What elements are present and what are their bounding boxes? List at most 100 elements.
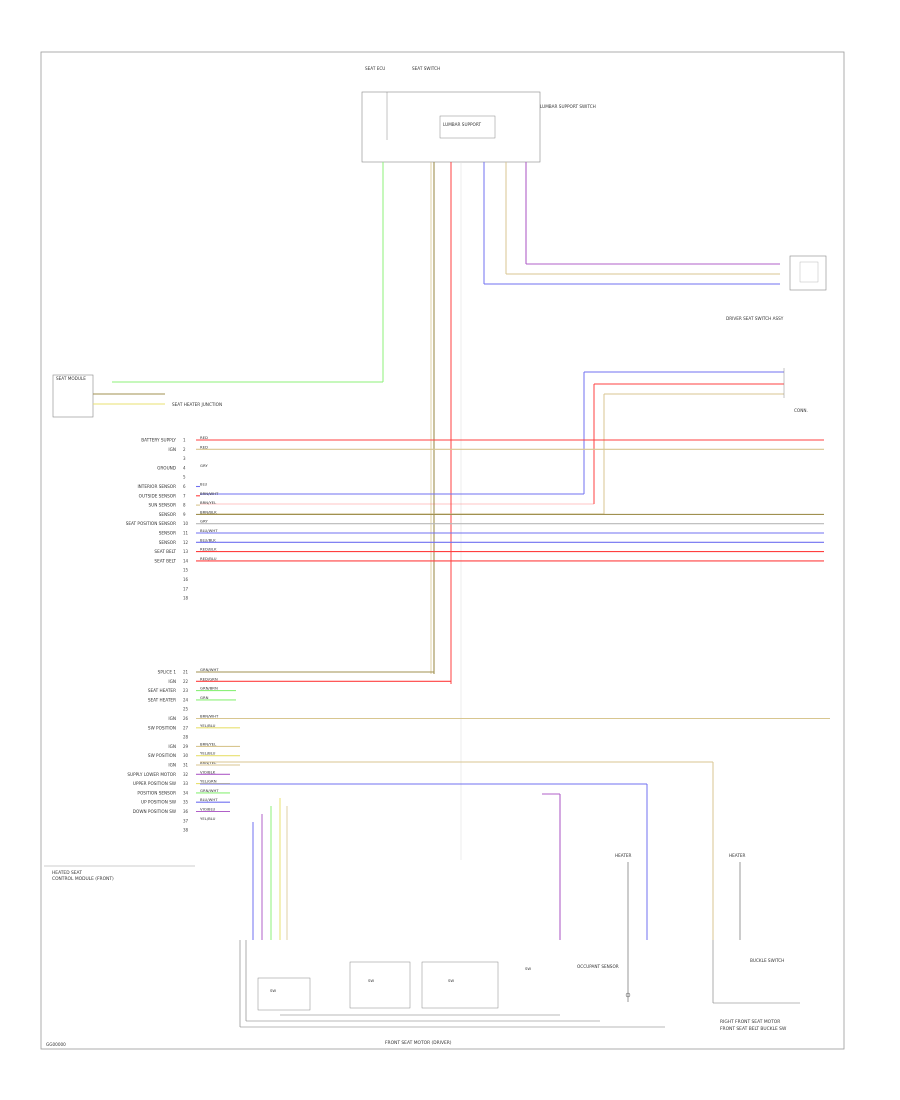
- wire-label-31: IGN: [168, 763, 176, 768]
- right-bottom-motor: BUCKLE SWITCH RIGHT FRONT SEAT MOTOR FRO…: [712, 940, 800, 1032]
- wire-label-22: IGN: [168, 679, 176, 684]
- left-block-box: [52, 374, 94, 418]
- wire-code-4: GRY: [200, 463, 208, 468]
- wire-pin-5: 5: [183, 475, 186, 480]
- wire-label-36: DOWN POSITION SW: [133, 809, 176, 814]
- wire-label-32: SUPPLY LOWER MOTOR: [127, 772, 176, 777]
- module-name-line1: HEATED SEAT: [52, 870, 82, 876]
- wire-row-28: 28: [183, 735, 189, 740]
- wire-pin-7: 7: [183, 493, 186, 498]
- wire-code-29: BRN/YEL: [200, 741, 217, 746]
- wire-label-2: IGN: [168, 447, 176, 452]
- driver-switch-box: [789, 255, 827, 291]
- wire-pin-14: 14: [183, 558, 189, 563]
- wire-pin-32: 32: [183, 772, 189, 777]
- wire-code-7: BRN/WHT: [200, 491, 219, 496]
- motor-label-3: SW: [448, 978, 454, 983]
- wire-label-35: UP POSITION SW: [141, 800, 176, 805]
- wire-code-32: VIO/BLK: [200, 769, 216, 774]
- wire-pin-22: 22: [183, 679, 189, 684]
- wire-label-26: IGN: [168, 716, 176, 721]
- wire-code-12: BLU/BLK: [200, 537, 216, 542]
- wire-code-26: BRN/WHT: [200, 714, 219, 719]
- driver-switch-label: DRIVER SEAT SWITCH ASSY: [726, 316, 784, 321]
- wire-pin-9: 9: [183, 512, 186, 517]
- top-vertical-wires: [112, 162, 780, 860]
- wire-pin-10: 10: [183, 521, 189, 526]
- wire-label-27: SW POSITION: [148, 725, 176, 730]
- front-seat-label: FRONT SEAT MOTOR (DRIVER): [385, 1040, 452, 1046]
- top-label-b: SEAT SWITCH: [412, 66, 440, 71]
- buckle-label: BUCKLE SWITCH: [750, 958, 784, 963]
- motor-box-3: [421, 961, 499, 1009]
- wire-pin-11: 11: [183, 531, 189, 536]
- right-bottom-label: RIGHT FRONT SEAT MOTOR: [720, 1019, 780, 1025]
- page-label: GG00000: [46, 1042, 66, 1047]
- wire-pin-26: 26: [183, 716, 189, 721]
- left-block-note: SEAT HEATER JUNCTION: [172, 402, 222, 407]
- wire-code-10: GRY: [200, 519, 208, 524]
- bottom-label: FRONT SEAT BELT BUCKLE SW: [720, 1026, 787, 1032]
- wire-pin-27: 27: [183, 725, 189, 730]
- wire-pin-34: 34: [183, 790, 189, 795]
- wire-pin-21: 21: [183, 670, 189, 675]
- wire-pin-30: 30: [183, 753, 189, 758]
- wire-label-24: SEAT HEATER: [148, 697, 176, 702]
- wire-pin-25: 25: [183, 707, 189, 712]
- wire-pin-36: 36: [183, 809, 189, 814]
- wire-code-23: GRN/BRN: [200, 686, 218, 691]
- wire-pin-28: 28: [183, 735, 189, 740]
- wire-pin-6: 6: [183, 484, 186, 489]
- wire-row-17: 17: [183, 586, 189, 591]
- wire-code-30: YEL/BLU: [200, 751, 216, 756]
- wire-label-23: SEAT HEATER: [148, 688, 176, 693]
- wire-label-1: BATTERY SUPPLY: [141, 438, 176, 443]
- wire-label-9: SENSOR: [159, 512, 176, 517]
- wire-pin-12: 12: [183, 540, 189, 545]
- wire-pin-13: 13: [183, 549, 189, 554]
- wire-row-25: 25: [183, 707, 189, 712]
- driver-switch-inner: [799, 261, 819, 283]
- wire-pin-38: 38: [183, 828, 189, 833]
- wire-code-21: GRN/WHT: [200, 667, 219, 672]
- wire-pin-35: 35: [183, 800, 189, 805]
- motor-box-2: [349, 961, 411, 1009]
- wire-pin-2: 2: [183, 447, 186, 452]
- wire-code-2: RED: [200, 444, 208, 449]
- wire-label-14: SEAT BELT: [154, 558, 176, 563]
- front-seat-motor: SW SW SW SW OCCUPANT SENSOR FRONT SEAT M…: [239, 940, 665, 1046]
- wire-row-7: OUTSIDE SENSOR 7 BRN/WHT: [139, 491, 219, 499]
- motor-label-1: SW: [270, 988, 276, 993]
- wire-pin-33: 33: [183, 781, 189, 786]
- wire-label-7: OUTSIDE SENSOR: [139, 493, 176, 498]
- module-name-line2: CONTROL MODULE (FRONT): [52, 876, 114, 882]
- lumbar-inner-label: LUMBAR SUPPORT: [443, 122, 481, 127]
- wire-row-32: SUPPLY LOWER MOTOR 32 VIO/BLK: [127, 769, 230, 777]
- lumbar-switch-label: LUMBAR SUPPORT SWITCH: [540, 104, 596, 109]
- lower-drop-wires: [200, 761, 714, 940]
- wire-code-9: BRN/BLK: [200, 509, 217, 514]
- motor-label-2: SW: [368, 978, 374, 983]
- diagram-frame: [40, 51, 845, 1050]
- wire-pin-37: 37: [183, 818, 189, 823]
- occupant-label: OCCUPANT SENSOR: [577, 964, 619, 969]
- heater-tag-2: HEATER: [729, 853, 746, 858]
- wire-code-33: YEL/GRN: [200, 779, 217, 784]
- wire-pin-31: 31: [183, 763, 189, 768]
- wire-row-30: SW POSITION 30 YEL/BLU: [148, 751, 240, 758]
- wire-label-30: SW POSITION: [148, 753, 176, 758]
